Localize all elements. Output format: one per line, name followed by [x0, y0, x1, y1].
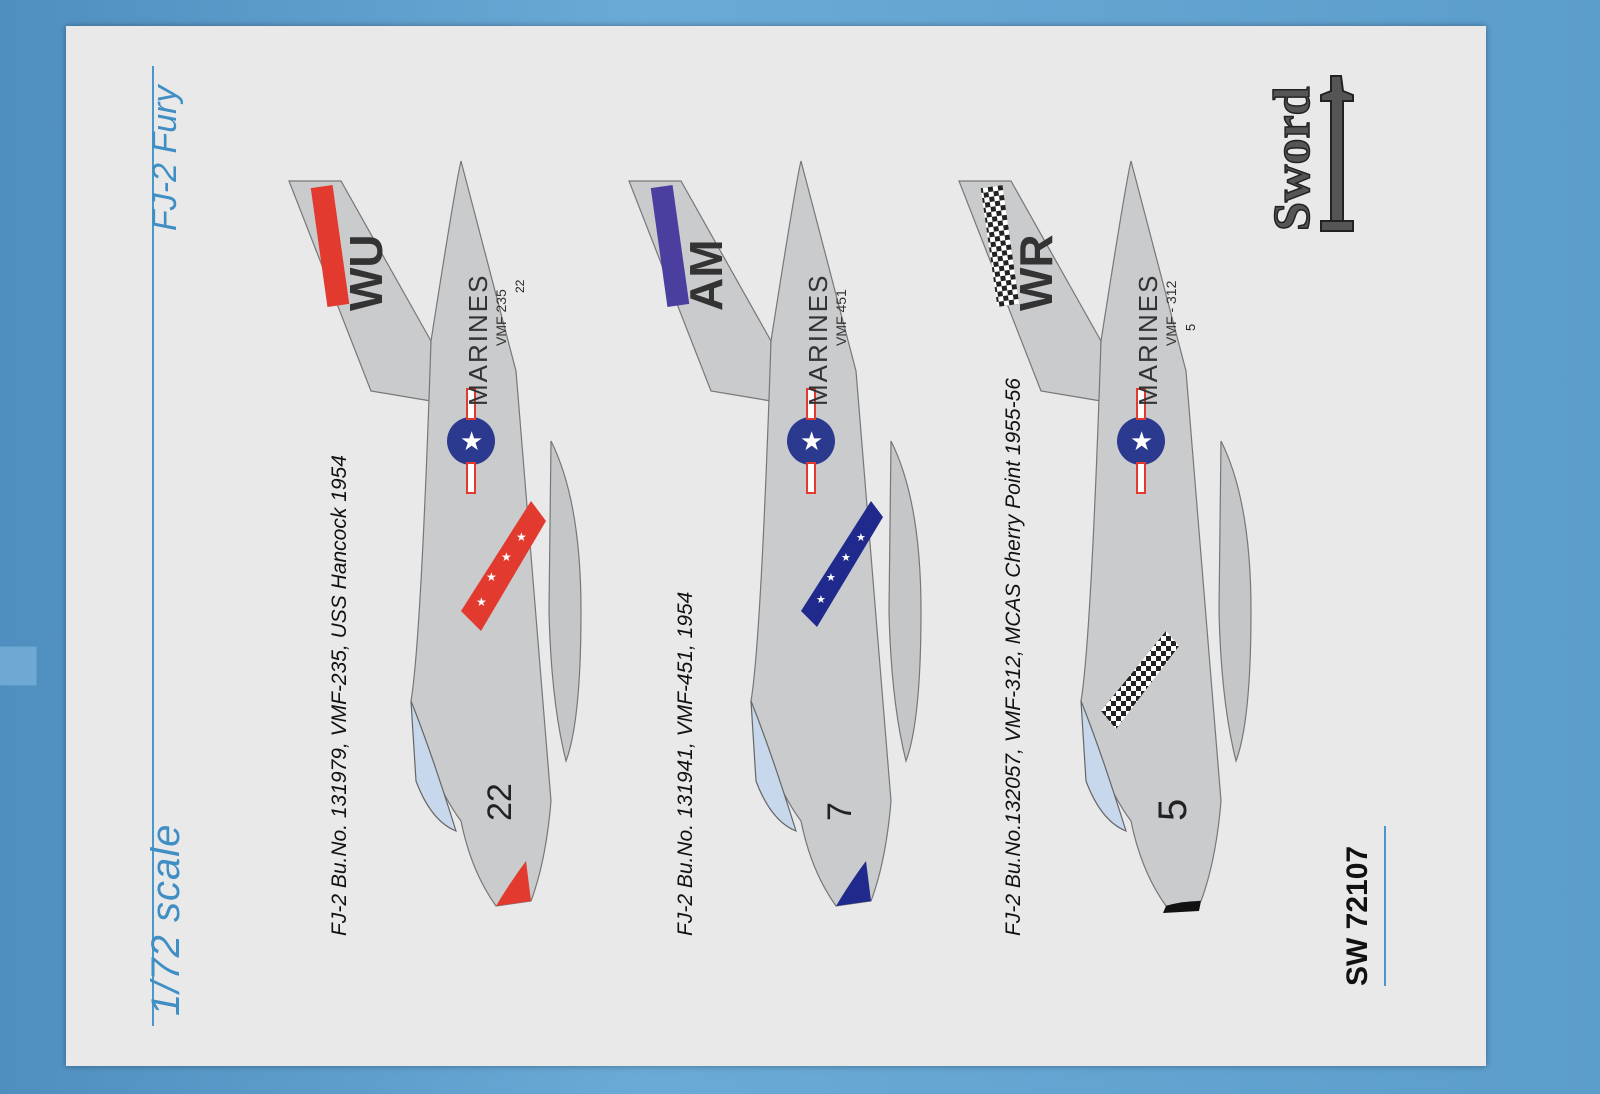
aircraft-1-side-number: 22	[513, 279, 527, 293]
aircraft-3-tail-code: WR	[1010, 234, 1062, 311]
svg-text:★: ★	[1130, 427, 1153, 457]
svg-text:★: ★	[476, 595, 487, 609]
aircraft-3-marines: MARINES	[1133, 273, 1163, 406]
svg-text:★: ★	[816, 593, 826, 606]
svg-text:★: ★	[501, 550, 512, 564]
aircraft-2-marines: MARINES	[803, 273, 833, 406]
box-decoration: ■	[0, 642, 60, 690]
aircraft-2-graphic: ★★★★ ★	[628, 160, 922, 907]
svg-text:★: ★	[516, 530, 527, 544]
aircraft-profile-3: ★ WR MARINES VMF - 312 5 5	[951, 141, 1271, 931]
aircraft-3-squadron: VMF - 312	[1163, 280, 1179, 346]
aircraft-3-nose-number: 5	[1151, 798, 1195, 821]
sword-logo-graphic: Sword	[1263, 75, 1354, 232]
aircraft-3-graphic: ★	[958, 160, 1252, 913]
scale-label: 1/72 scale	[144, 823, 188, 1016]
svg-text:★: ★	[800, 427, 823, 457]
aircraft-1-squadron: VMF 235	[493, 289, 509, 346]
title-rule-left	[152, 66, 154, 1026]
aircraft-profile-1: ★ ★ ★ ★ ★ WU MARINES VMF 235 22 22	[281, 141, 601, 931]
instruction-sheet: 1/72 scale FJ-2 Fury SW 72107 Sword FJ-2…	[66, 26, 1486, 1066]
aircraft-2-nose-number: 7	[821, 802, 859, 821]
aircraft-1-tail-code: WU	[340, 234, 392, 311]
svg-text:★: ★	[826, 571, 836, 584]
sword-logo: Sword	[1261, 71, 1361, 241]
svg-text:★: ★	[856, 531, 866, 544]
aircraft-1-marines: MARINES	[463, 273, 493, 406]
aircraft-1-nose-number: 22	[481, 783, 519, 821]
svg-text:★: ★	[460, 427, 483, 457]
aircraft-1-graphic: ★ ★ ★ ★ ★	[288, 160, 582, 907]
aircraft-profile-2: ★★★★ ★ AM MARINES VMF 451 7	[621, 141, 941, 931]
svg-text:★: ★	[486, 570, 497, 584]
aircraft-3-side-number: 5	[1183, 323, 1198, 331]
aircraft-2-tail-code: AM	[680, 239, 732, 311]
logo-wordmark: Sword	[1264, 86, 1321, 231]
title-rule-right	[1384, 826, 1386, 986]
svg-text:★: ★	[841, 551, 851, 564]
aircraft-2-squadron: VMF 451	[833, 289, 849, 346]
kit-code: SW 72107	[1341, 845, 1374, 986]
model-label: FJ-2 Fury	[146, 85, 184, 231]
